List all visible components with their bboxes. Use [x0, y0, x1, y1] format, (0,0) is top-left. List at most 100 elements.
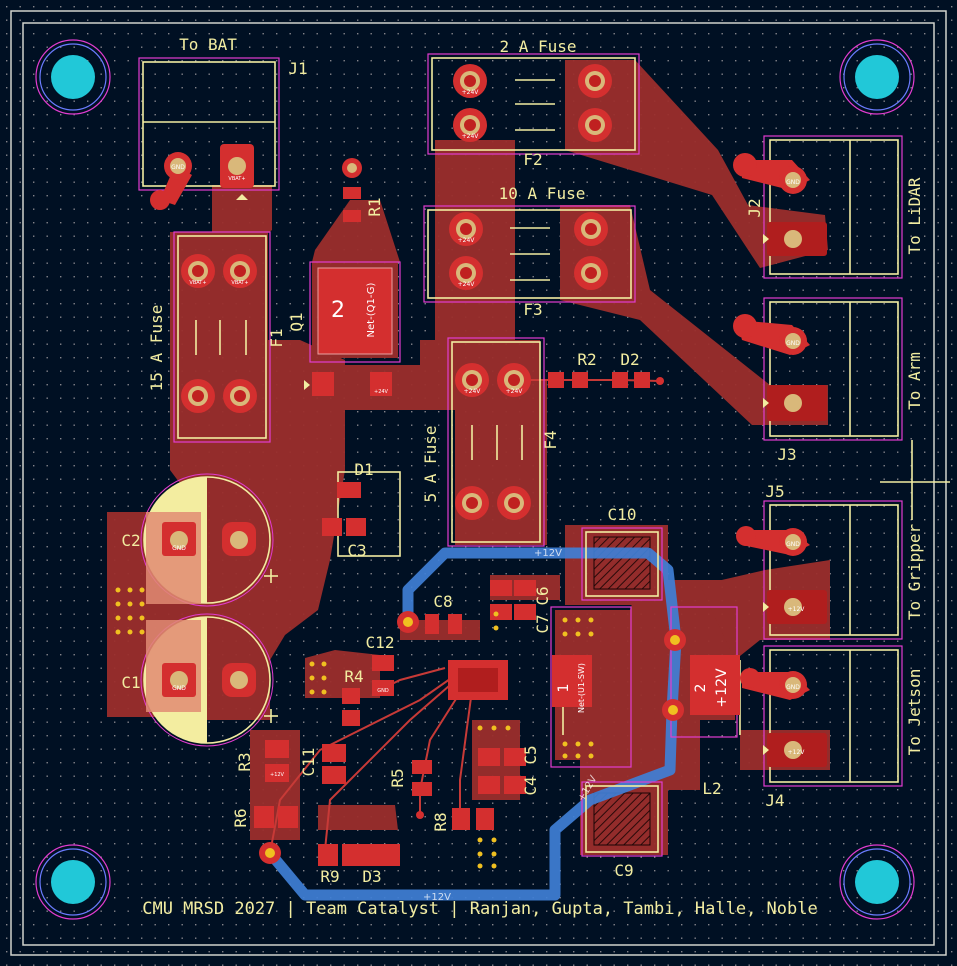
connector-j4-pads: [740, 668, 827, 767]
ref-r8: R8: [431, 812, 450, 831]
pad-label-j4-gnd: GND: [786, 684, 800, 691]
mounting-hole-bottom-left: [35, 844, 111, 920]
label-to-gripper: To Gripper: [905, 523, 924, 620]
courtyard-outlines: [138, 53, 903, 857]
pin-one-markers: [236, 194, 769, 755]
ref-c12: C12: [366, 633, 395, 652]
pad-label-j2-gnd: GND: [786, 179, 800, 186]
ref-j4: J4: [765, 791, 784, 810]
ref-d3: D3: [362, 867, 381, 886]
ref-f3: F3: [523, 300, 542, 319]
pad-label-c10-12v: +12V: [534, 548, 562, 559]
pad-label-f1-vbat-a: VBAT+: [189, 280, 206, 286]
pad-label-j4-12v: +12V: [788, 749, 806, 756]
footer-credits: CMU MRSD 2027 | Team Catalyst | Ranjan, …: [142, 899, 818, 919]
connector-j5-pads: [736, 526, 827, 624]
ref-r6: R6: [231, 808, 250, 827]
ref-j5: J5: [765, 482, 784, 501]
vias: [259, 377, 686, 864]
ref-c6: C6: [533, 586, 552, 605]
label-fuse-15a: 15 A Fuse: [147, 305, 166, 392]
silkscreen-text: To BAT J1 2 A Fuse F2 10 A Fuse F3 R1 Q1…: [121, 35, 924, 919]
ref-c11: C11: [299, 748, 318, 777]
mounting-hole-bottom-right: [839, 844, 915, 920]
fuse-f3-pads: [449, 212, 608, 290]
ref-j2: J2: [745, 198, 764, 217]
pad-label-c1-gnd: GND: [172, 685, 186, 692]
connector-j1-pads: [150, 144, 254, 210]
large-pad-numbers: 2 Net-(Q1-G) 1 Net-(U1-SW) 2 +12V: [331, 282, 730, 713]
ref-c5: C5: [521, 745, 540, 764]
ref-c10: C10: [608, 505, 637, 524]
pad-label-r4-gnd: GND: [377, 688, 389, 694]
ref-r4: R4: [344, 667, 363, 686]
ref-c1: C1: [121, 673, 140, 692]
small-smd-pads: [254, 187, 650, 866]
ref-r2: R2: [577, 350, 596, 369]
label-to-bat: To BAT: [179, 35, 237, 54]
pad-label-f3-24v-a: +24V: [458, 237, 476, 244]
ref-j1: J1: [288, 59, 307, 78]
fuse-f1-pads: [181, 254, 257, 413]
hatched-inductor-pads: [593, 536, 651, 846]
pad-label-j1-vbat: VBAT+: [228, 176, 245, 182]
pad-label-f2-24v-b: +24V: [462, 133, 480, 140]
label-fuse-10a: 10 A Fuse: [499, 184, 586, 203]
pad-label-bottom-12v: +12V: [423, 892, 451, 903]
pad-label-f1-vbat-b: VBAT+: [231, 280, 248, 286]
ref-c8: C8: [433, 592, 452, 611]
ref-d2: D2: [620, 350, 639, 369]
board-edge-outer: [10, 10, 947, 956]
bulk-capacitors: [140, 473, 278, 747]
ref-r3: R3: [235, 752, 254, 771]
q1-pad-number: 2: [331, 298, 345, 323]
ref-c4: C4: [521, 776, 540, 795]
pad-label-r3-12v: +12V: [270, 772, 285, 778]
mounting-hole-top-right: [839, 39, 915, 115]
ref-c3: C3: [347, 541, 366, 560]
connector-j3-pads: [733, 314, 827, 421]
l2-pad1-number: 1: [556, 684, 572, 693]
mounting-hole-top-left: [35, 39, 111, 115]
pad-label-f2-24v-a: +24V: [462, 89, 480, 96]
through-hole-pads: [150, 64, 827, 767]
label-fuse-5a: 5 A Fuse: [421, 425, 440, 502]
large-smd-pads: [317, 158, 740, 715]
label-fuse-2a: 2 A Fuse: [499, 37, 576, 56]
silkscreen-outlines: [142, 57, 950, 853]
ref-f1: F1: [267, 328, 286, 347]
pad-label-f4-24v-b: +24V: [506, 388, 524, 395]
pad-label-f3-24v-b: +24V: [458, 281, 476, 288]
label-to-lidar: To LiDAR: [905, 177, 924, 254]
label-to-jetson: To Jetson: [905, 669, 924, 756]
pad-label-j3-gnd: GND: [786, 340, 800, 347]
ref-j3: J3: [777, 445, 796, 464]
ref-c9: C9: [614, 861, 633, 880]
pad-label-j5-12v: +12V: [788, 606, 806, 613]
label-to-arm: To Arm: [905, 352, 924, 410]
via-field: [115, 587, 594, 869]
board-edge-inner: [22, 22, 935, 946]
ref-r9: R9: [320, 867, 339, 886]
q1-gate-net: Net-(Q1-G): [366, 282, 377, 337]
fuse-f4-pads: [455, 363, 531, 520]
ref-r5: R5: [388, 768, 407, 787]
ref-l2: L2: [702, 779, 721, 798]
ref-c2: C2: [121, 531, 140, 550]
pad-label-c2-gnd: GND: [172, 545, 186, 552]
ref-f2: F2: [523, 150, 542, 169]
connector-j2-pads: [733, 153, 827, 256]
pad-label-q1-24v: +24V: [374, 389, 389, 395]
l2-pad2-net: +12V: [714, 668, 730, 708]
l2-pad1-net: Net-(U1-SW): [577, 663, 586, 713]
ref-q1: Q1: [287, 312, 306, 331]
l2-pad2-number: 2: [693, 684, 709, 693]
ref-f4: F4: [541, 430, 560, 449]
pad-label-j5-gnd: GND: [786, 541, 800, 548]
fuse-f2-pads: [453, 64, 612, 142]
ref-r1: R1: [365, 197, 384, 216]
pad-label-f4-24v-a: +24V: [464, 388, 482, 395]
mounting-holes: [35, 39, 915, 920]
ref-d1: D1: [354, 460, 373, 479]
